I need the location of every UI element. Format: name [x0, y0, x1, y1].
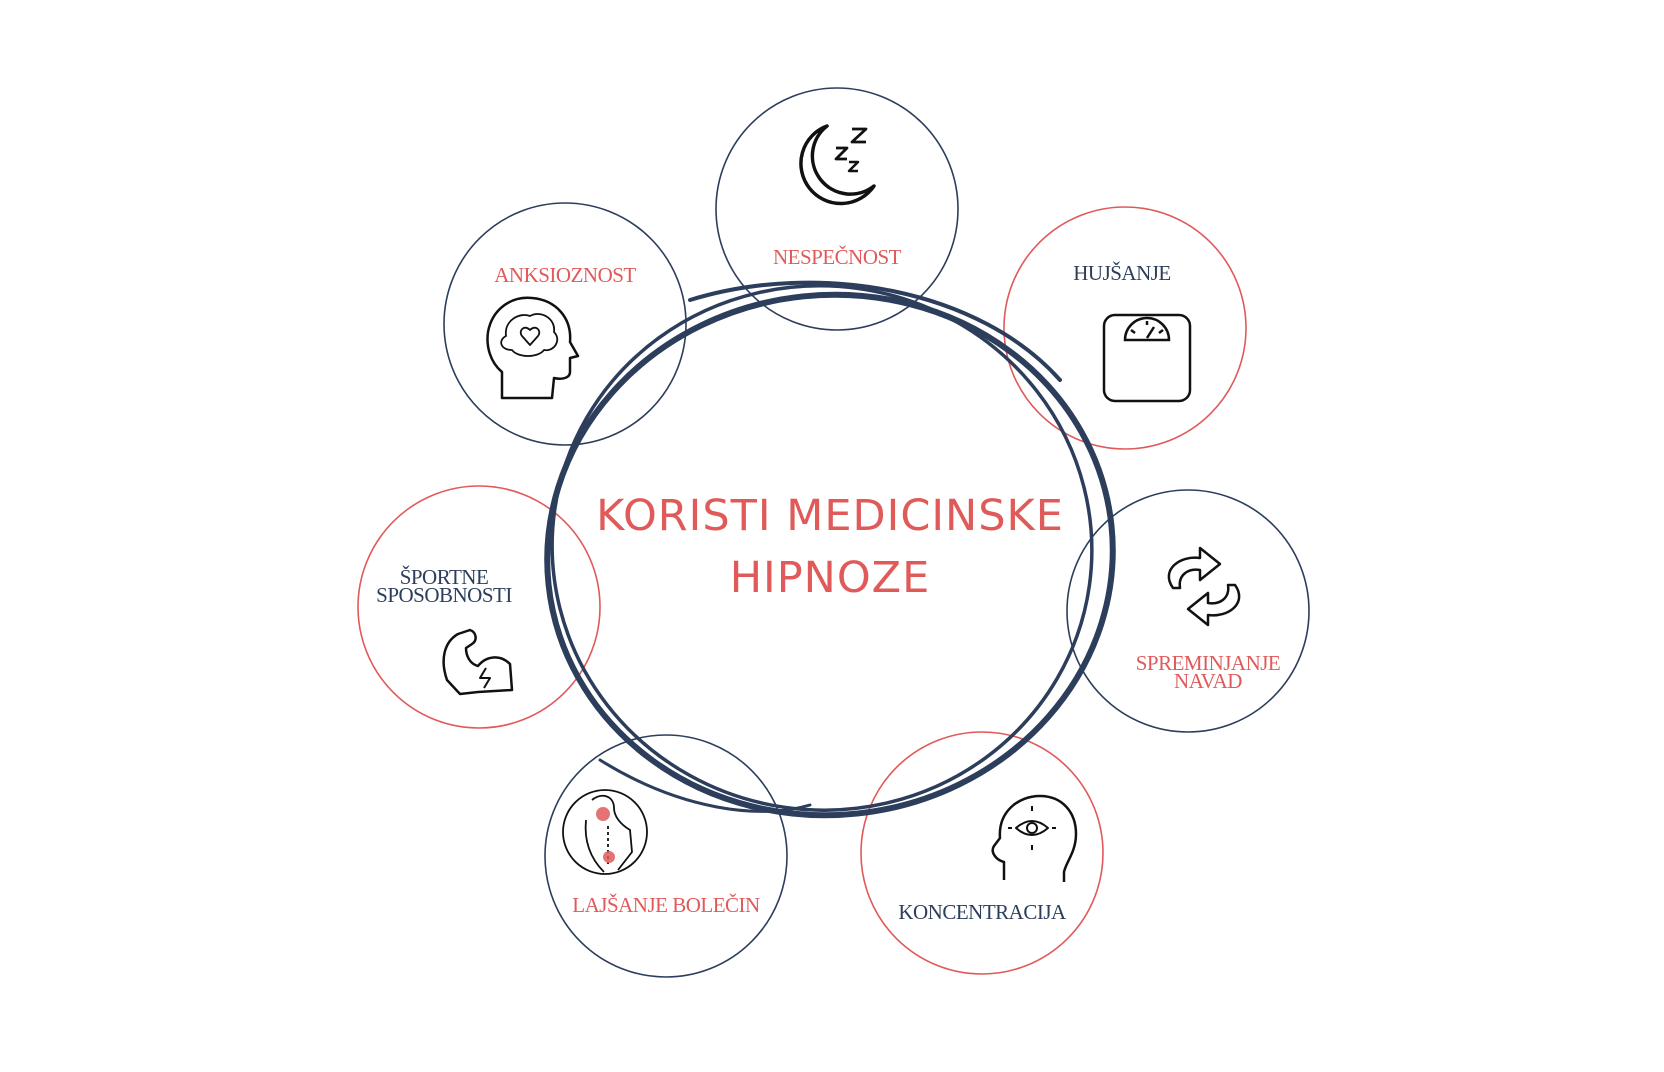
center-title-line1: KORISTI MEDICINSKE: [596, 491, 1064, 541]
back-pain-icon: [562, 789, 648, 875]
label-lajsanje-bolecin: LAJŠANJE BOLEČIN: [572, 893, 760, 917]
label-hujsanje: HUJŠANJE: [1073, 261, 1171, 285]
node-circle-bolecine: [544, 734, 788, 978]
label-sportne-sposobnosti: ŠPORTNE SPOSOBNOSTI: [344, 565, 544, 607]
focus-eye-head-icon: [991, 794, 1078, 882]
brain-heart-head-icon: [486, 296, 580, 400]
label-anksioznost: ANKSIOZNOST: [494, 263, 636, 287]
label-sportne-line2: SPOSOBNOSTI: [376, 583, 512, 607]
label-spreminjanje-navad: SPREMINJANJE NAVAD: [1108, 651, 1308, 693]
center-title-line2: HIPNOZE: [729, 553, 931, 603]
sleep-moon-icon: [799, 124, 876, 206]
flexed-arm-icon: [442, 628, 514, 696]
label-sportne-line1: ŠPORTNE: [399, 565, 489, 589]
node-circle-nespecnost: [715, 87, 959, 331]
center-brush-circle: [544, 280, 1116, 819]
node-circle-anksioznost: [443, 202, 687, 446]
center-title: KORISTI MEDICINSKE HIPNOZE: [540, 485, 1120, 609]
node-circle-koncentracija: [860, 731, 1104, 975]
weight-scale-icon: [1102, 313, 1192, 403]
label-nespecnost: NESPEČNOST: [772, 245, 902, 269]
node-circle-navade: [1066, 489, 1310, 733]
node-circle-sport: [357, 485, 601, 729]
node-circle-hujsanje: [1003, 206, 1247, 450]
label-spreminjanje-line1: SPREMINJANJE: [1135, 651, 1281, 675]
label-spreminjanje-line2: NAVAD: [1174, 669, 1242, 693]
label-koncentracija: KONCENTRACIJA: [898, 900, 1066, 924]
refresh-arrows-icon: [1167, 546, 1241, 627]
